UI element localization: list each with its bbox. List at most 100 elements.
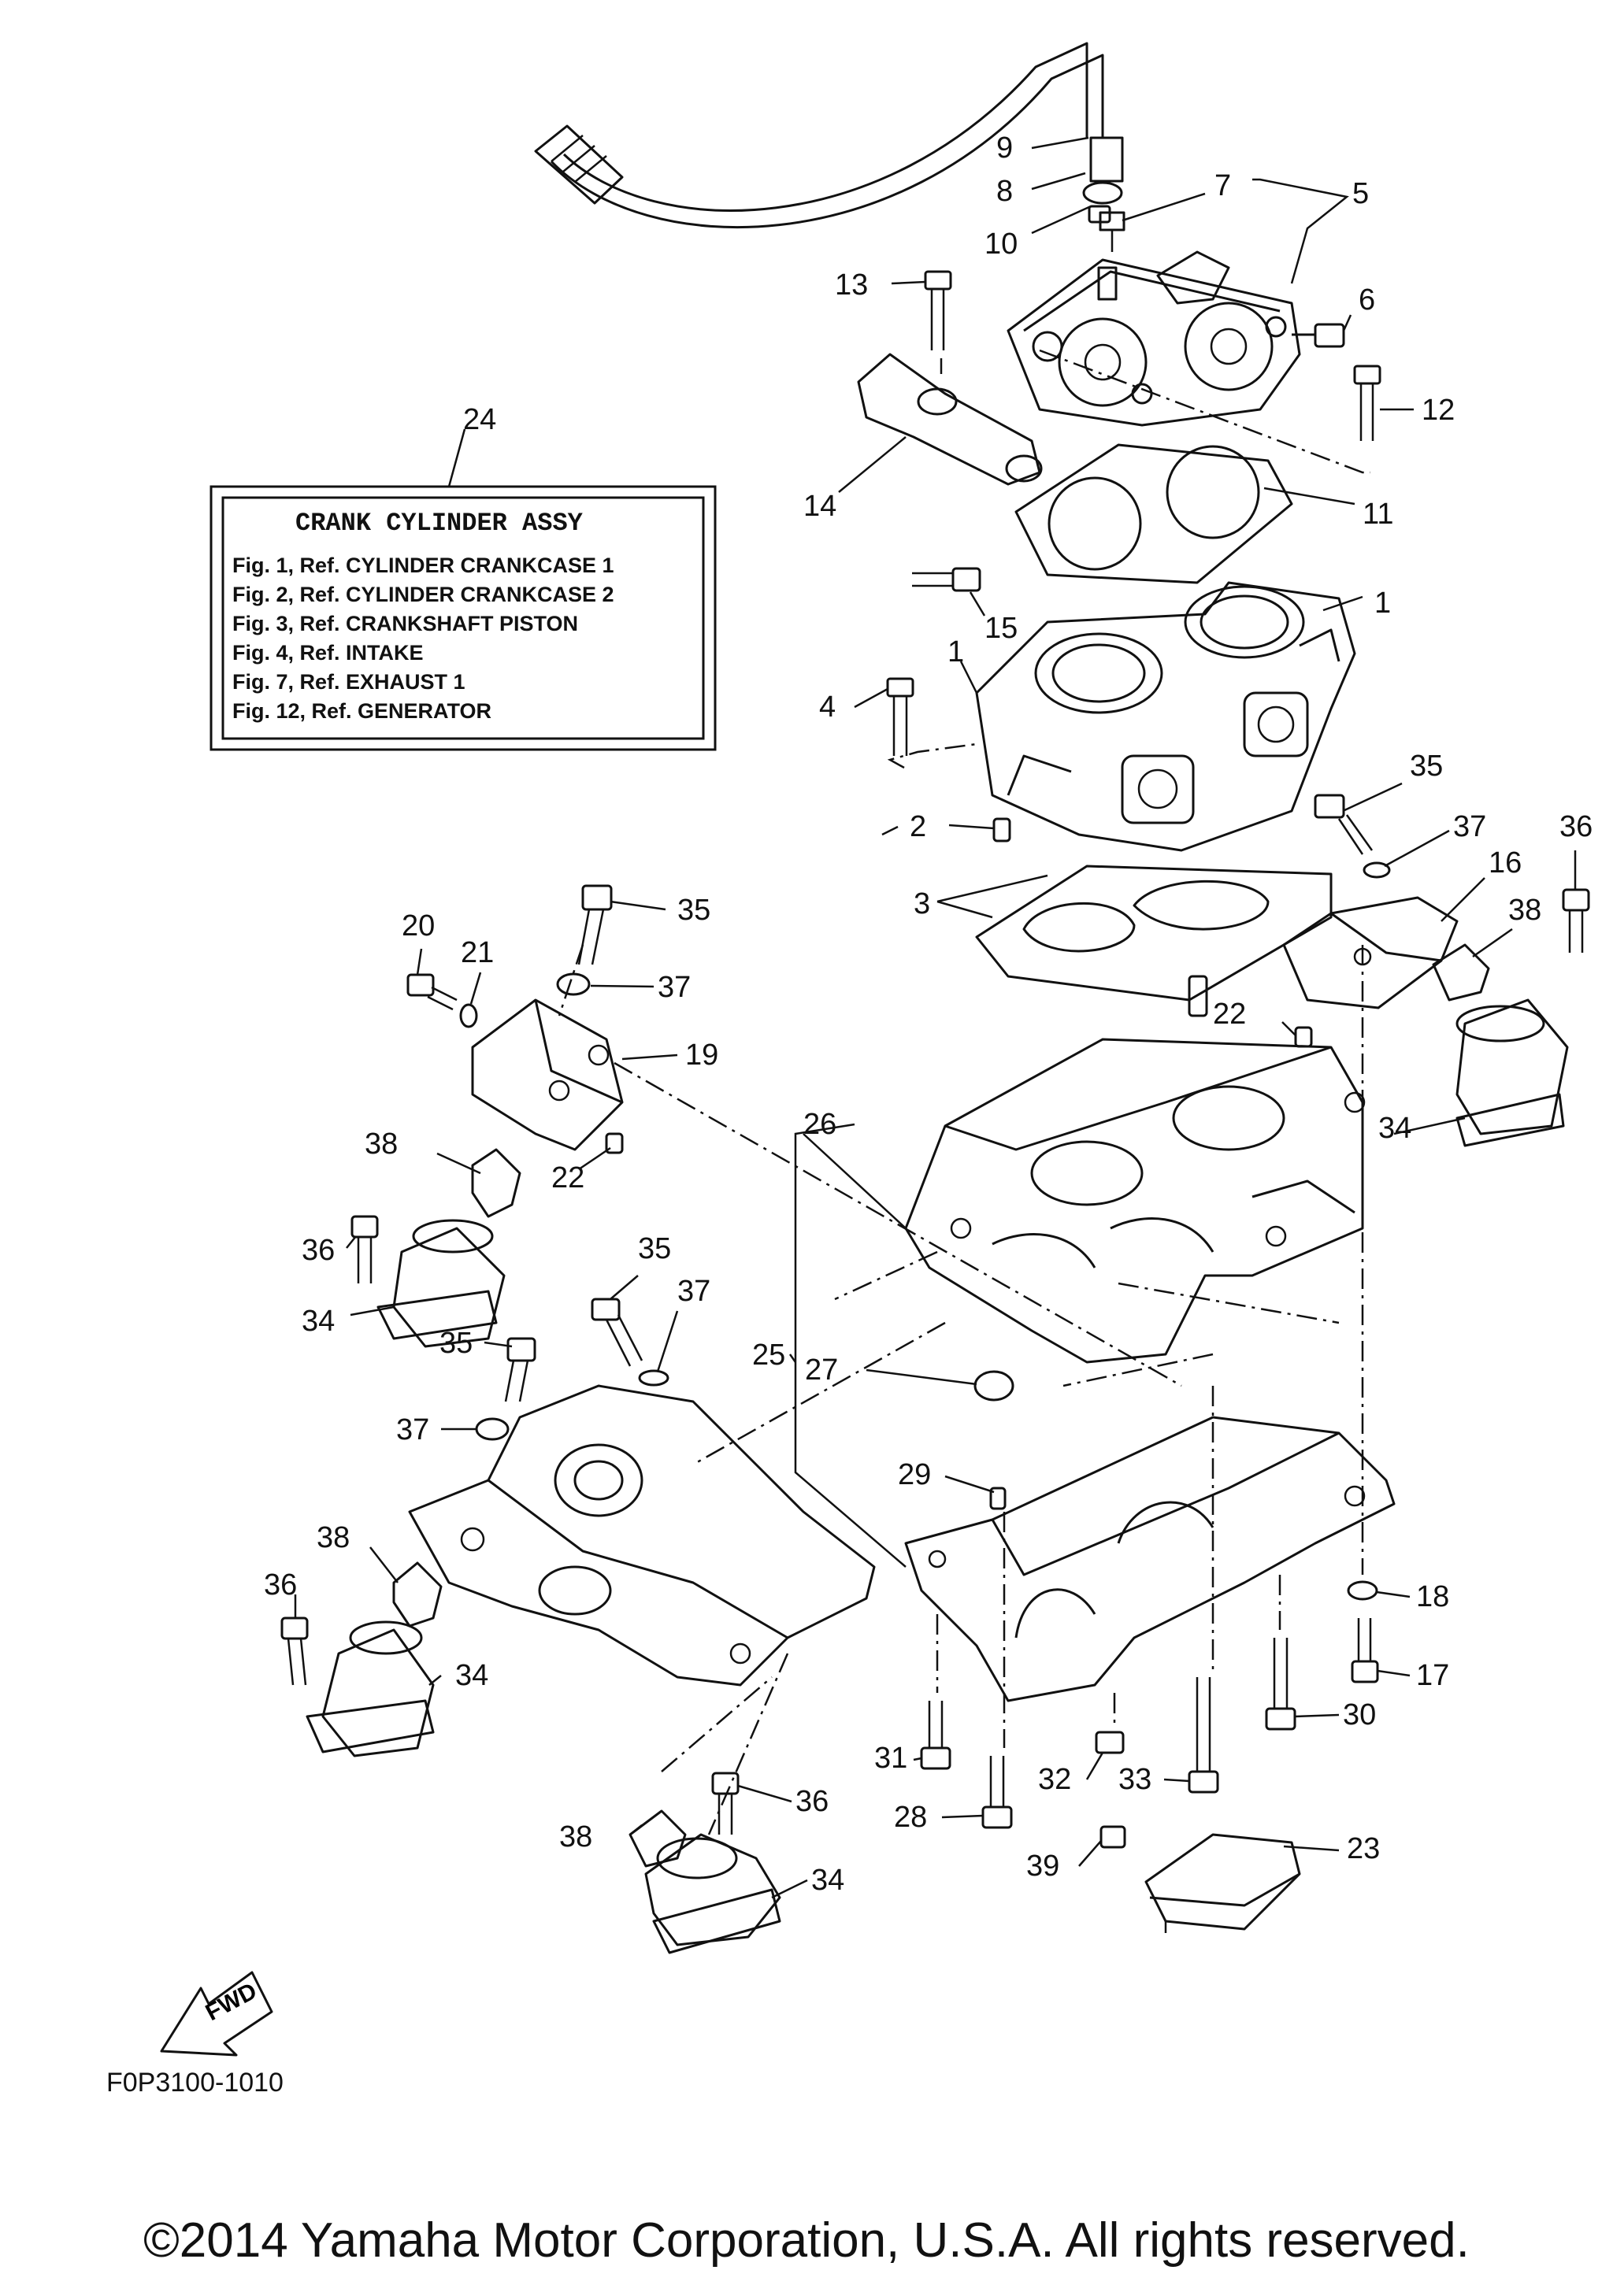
washer-21 [459, 1003, 478, 1028]
engine-mount-34-left-lower [306, 1620, 435, 1757]
callout-number: 28 [894, 1801, 927, 1834]
bushing-27 [973, 1370, 1014, 1402]
callout-number: 37 [396, 1413, 429, 1446]
callout-number: 26 [803, 1108, 836, 1141]
callout-number: 10 [984, 228, 1018, 261]
bolt-39 [1099, 1825, 1126, 1849]
callout-number: 31 [874, 1742, 907, 1775]
stud-upper-crankcase [1188, 975, 1208, 1017]
copyright-notice: ©2014 Yamaha Motor Corporation, U.S.A. A… [143, 2213, 1470, 2268]
callout-number: 35 [677, 894, 710, 927]
callout-numbers: 9 8 7 5 10 13 6 12 14 11 15 1 1 4 35 37 … [264, 131, 1593, 1897]
bolt-7 [1099, 211, 1125, 252]
callout-number: 2 [910, 810, 926, 843]
callout-number: 20 [402, 909, 435, 942]
callout-number: 7 [1214, 169, 1231, 202]
upper-crankcase [904, 1038, 1366, 1364]
callout-number: 22 [1213, 998, 1246, 1031]
water-hose [534, 42, 1124, 229]
bolt-30 [1265, 1638, 1296, 1731]
washer-37-left-lower [475, 1417, 510, 1441]
bolt-31 [920, 1701, 951, 1770]
bolt-35-left-lower [504, 1337, 536, 1402]
reference-line: Fig. 12, Ref. GENERATOR [232, 699, 491, 723]
callout-number: 25 [752, 1339, 785, 1372]
generator-housing [408, 1384, 876, 1687]
callout-number: 14 [803, 490, 836, 523]
dowel-pin-29 [989, 1487, 1007, 1510]
damper-38-right [1432, 943, 1490, 1002]
callout-number: 1 [1374, 587, 1391, 620]
bolt-35-right [1314, 794, 1374, 855]
callout-number: 36 [302, 1234, 335, 1267]
callout-number: 35 [439, 1327, 473, 1360]
callout-number: 34 [811, 1864, 844, 1897]
callout-number: 32 [1038, 1763, 1071, 1796]
callout-number: 35 [638, 1232, 671, 1265]
bolt-33 [1188, 1677, 1219, 1794]
callout-number: 22 [551, 1161, 584, 1194]
callout-number: 3 [914, 887, 930, 920]
callout-number: 27 [805, 1354, 838, 1387]
washer-37-left-middle [638, 1369, 669, 1387]
callout-number: 39 [1026, 1850, 1059, 1883]
callout-number: 36 [264, 1568, 297, 1602]
bolt-4 [886, 677, 914, 756]
callout-number: 9 [996, 131, 1013, 165]
bolt-36-left-lower [280, 1616, 309, 1686]
callout-number: 38 [317, 1521, 350, 1554]
washer-37-left-upper [556, 972, 591, 996]
dowel-pin-22-right [1294, 1026, 1313, 1048]
callout-number: 38 [1508, 894, 1541, 927]
bolt-35-left-upper [577, 884, 613, 965]
base-gasket [975, 865, 1333, 1002]
leader-lines [294, 136, 1577, 1899]
callout-number: 17 [1416, 1659, 1449, 1692]
callout-number: 24 [463, 403, 496, 436]
bolt-15 [912, 567, 981, 592]
lower-crankcase [904, 1416, 1396, 1702]
callout-number: 37 [677, 1275, 710, 1308]
assembly-title: CRANK CYLINDER ASSY [295, 509, 584, 538]
bolt-20 [406, 973, 458, 1011]
callout-number: 11 [1363, 498, 1393, 531]
bolt-6 [1292, 323, 1345, 348]
callout-number: 37 [1453, 810, 1486, 843]
callout-number: 30 [1343, 1698, 1376, 1731]
damper-38-left-lower [392, 1561, 443, 1628]
callout-number: 4 [819, 691, 836, 724]
bolt-17 [1351, 1618, 1379, 1683]
reference-line: Fig. 7, Ref. EXHAUST 1 [232, 670, 465, 694]
bolt-28 [981, 1756, 1013, 1829]
diagram-code: F0P3100-1010 [106, 2068, 284, 2098]
engine-bracket-16 [1282, 896, 1459, 1009]
cylinder-block [975, 581, 1356, 852]
callout-number: 15 [984, 612, 1018, 645]
dowel-pin-22-left [605, 1132, 624, 1154]
cover-23 [1144, 1833, 1301, 1933]
callout-number: 37 [658, 971, 691, 1004]
washer-18 [1347, 1580, 1378, 1601]
fwd-label: FWD [202, 1978, 261, 2026]
bolt-36-left-upper [350, 1215, 379, 1283]
callout-number: 33 [1118, 1763, 1151, 1796]
bolt-35-left-middle [591, 1298, 643, 1367]
callout-number: 18 [1416, 1580, 1449, 1613]
callout-number: 38 [559, 1820, 592, 1853]
callout-number: 16 [1489, 846, 1522, 880]
reference-line: Fig. 4, Ref. INTAKE [232, 641, 424, 665]
callout-number: 23 [1347, 1832, 1380, 1865]
dowel-pin-2 [992, 817, 1011, 842]
reference-line: Fig. 1, Ref. CYLINDER CRANKCASE 1 [232, 554, 614, 577]
callout-number: 34 [302, 1305, 335, 1338]
cylinder-head [1007, 250, 1301, 427]
callout-number: 13 [835, 268, 868, 302]
bolt-36-bottom [711, 1772, 740, 1835]
bolt-32 [1095, 1731, 1125, 1754]
forward-arrow-icon: FWD [160, 1971, 273, 2057]
callout-number: 5 [1352, 177, 1369, 210]
callout-number: 36 [1559, 810, 1593, 843]
callout-number: 34 [455, 1659, 488, 1692]
reference-line: Fig. 3, Ref. CRANKSHAFT PISTON [232, 612, 578, 635]
